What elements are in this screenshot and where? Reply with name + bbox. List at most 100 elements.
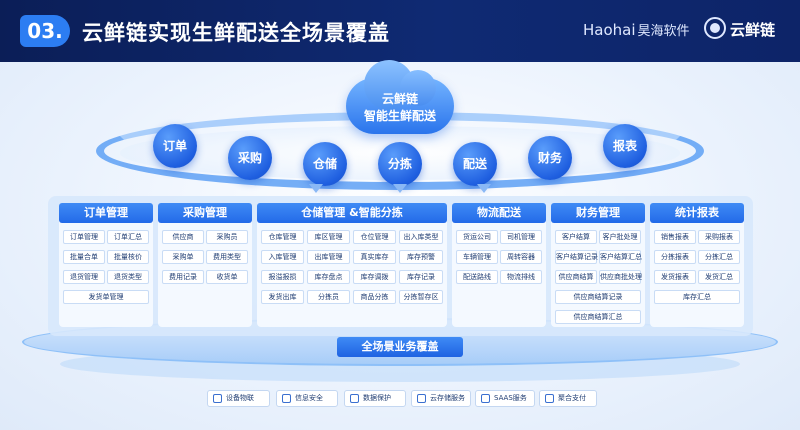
module-item: 费用类型	[206, 250, 248, 264]
service-info-security: 信息安全	[276, 390, 338, 407]
service-data-protection: 数据保护	[344, 390, 406, 407]
module-item: 分拣暂存区	[399, 290, 443, 304]
module-item: 发货单管理	[63, 290, 149, 304]
module-item: 销售报表	[654, 230, 696, 244]
module-item: 收货单	[206, 270, 248, 284]
module-item: 库存调拨	[353, 270, 396, 284]
module-finance: 财务管理 客户结算 客户批处理 客户结算记录 客户结算汇总 供应商结算 供应商批…	[551, 203, 645, 327]
module-item: 库存盘点	[307, 270, 350, 284]
node-purchase: 采购	[228, 136, 272, 180]
haohai-logo-en: Haohai	[583, 21, 636, 39]
down-arrow-icon	[393, 184, 407, 193]
module-title: 物流配送	[452, 203, 546, 223]
module-item: 仓位管理	[353, 230, 396, 244]
module-item: 出入库类型	[399, 230, 443, 244]
module-item: 费用记录	[162, 270, 204, 284]
module-title: 统计报表	[650, 203, 744, 223]
node-order: 订单	[153, 124, 197, 168]
cloud-icon	[346, 60, 454, 134]
node-delivery: 配送	[453, 142, 497, 186]
service-label: 数据保护	[363, 394, 391, 402]
node-sorting: 分拣	[378, 142, 422, 186]
module-item: 采购员	[206, 230, 248, 244]
module-item: 报溢报损	[261, 270, 304, 284]
device-icon	[213, 394, 222, 403]
service-label: 信息安全	[295, 394, 323, 402]
module-item: 货运公司	[456, 230, 498, 244]
module-title: 采购管理	[158, 203, 252, 223]
module-item: 库存记录	[399, 270, 443, 284]
module-item: 退货类型	[107, 270, 149, 284]
module-order-management: 订单管理 订单管理 订单汇总 批量合单 批量核价 退货管理 退货类型 发货单管理	[59, 203, 153, 327]
module-item: 出库管理	[307, 250, 350, 264]
module-item: 分拣汇总	[698, 250, 740, 264]
module-item: 物流排线	[500, 270, 542, 284]
module-title: 订单管理	[59, 203, 153, 223]
module-item: 供应商批处理	[599, 270, 642, 284]
module-item: 库存预警	[399, 250, 443, 264]
cloud-title: 云鲜链	[381, 92, 418, 106]
yunxianlian-logo-text: 云鲜链	[730, 21, 776, 39]
module-item: 供应商结算	[555, 270, 597, 284]
cloud-storage-icon	[417, 394, 426, 403]
module-item: 周转容器	[500, 250, 542, 264]
service-label: 聚合支付	[558, 394, 586, 402]
module-item: 客户结算	[555, 230, 597, 244]
module-item: 分拣报表	[654, 250, 696, 264]
service-label: 云存储服务	[430, 394, 465, 402]
module-item: 发货汇总	[698, 270, 740, 284]
yunxianlian-logo-icon	[704, 17, 726, 39]
module-item: 供应商结算记录	[555, 290, 641, 304]
module-item: 仓库管理	[261, 230, 304, 244]
module-item: 库存汇总	[654, 290, 740, 304]
down-arrow-icon	[309, 184, 323, 193]
module-item: 司机管理	[500, 230, 542, 244]
node-report: 报表	[603, 124, 647, 168]
haohai-logo-cn: 昊海软件	[637, 24, 690, 39]
service-saas: SAAS服务	[475, 390, 535, 407]
module-statistics: 统计报表 销售报表 采购报表 分拣报表 分拣汇总 发货报表 发货汇总 库存汇总	[650, 203, 744, 327]
service-aggregate-payment: 聚合支付	[539, 390, 597, 407]
module-title: 仓储管理 &智能分拣	[257, 203, 447, 223]
service-device-iot: 设备物联	[207, 390, 270, 407]
payment-icon	[545, 394, 554, 403]
module-item: 退货管理	[63, 270, 105, 284]
page-title: 云鲜链实现生鲜配送全场景覆盖	[82, 21, 390, 45]
module-item: 商品分拣	[353, 290, 396, 304]
down-arrow-icon	[477, 184, 491, 193]
module-item: 分拣员	[307, 290, 350, 304]
module-item: 批量核价	[107, 250, 149, 264]
module-item: 订单管理	[63, 230, 105, 244]
module-item: 库区管理	[307, 230, 350, 244]
module-item: 订单汇总	[107, 230, 149, 244]
module-item: 发货出库	[261, 290, 304, 304]
lock-icon	[282, 394, 291, 403]
cloud-subtitle: 智能生鲜配送	[363, 109, 436, 123]
module-item: 客户结算汇总	[599, 250, 642, 264]
module-purchase-management: 采购管理 供应商 采购员 采购单 费用类型 费用记录 收货单	[158, 203, 252, 327]
module-item: 发货报表	[654, 270, 696, 284]
module-item: 采购单	[162, 250, 204, 264]
node-finance: 财务	[528, 136, 572, 180]
section-number: 03.	[20, 15, 70, 47]
service-label: SAAS服务	[494, 394, 527, 402]
module-item: 车辆管理	[456, 250, 498, 264]
module-item: 供应商	[162, 230, 204, 244]
module-item: 供应商结算汇总	[555, 310, 641, 324]
module-item: 采购报表	[698, 230, 740, 244]
module-item: 客户结算记录	[555, 250, 598, 264]
module-item: 客户批处理	[599, 230, 641, 244]
module-item: 入库管理	[261, 250, 304, 264]
module-item: 配送路线	[456, 270, 498, 284]
base-coverage-label: 全场景业务覆盖	[337, 337, 463, 357]
module-title: 财务管理	[551, 203, 645, 223]
module-logistics: 物流配送 货运公司 司机管理 车辆管理 周转容器 配送路线 物流排线	[452, 203, 546, 327]
saas-icon	[481, 394, 490, 403]
module-item: 批量合单	[63, 250, 105, 264]
shield-icon	[350, 394, 359, 403]
node-storage: 仓储	[303, 142, 347, 186]
service-cloud-storage: 云存储服务	[411, 390, 471, 407]
module-storage-sorting: 仓储管理 &智能分拣 仓库管理 库区管理 仓位管理 出入库类型 入库管理 出库管…	[257, 203, 447, 327]
